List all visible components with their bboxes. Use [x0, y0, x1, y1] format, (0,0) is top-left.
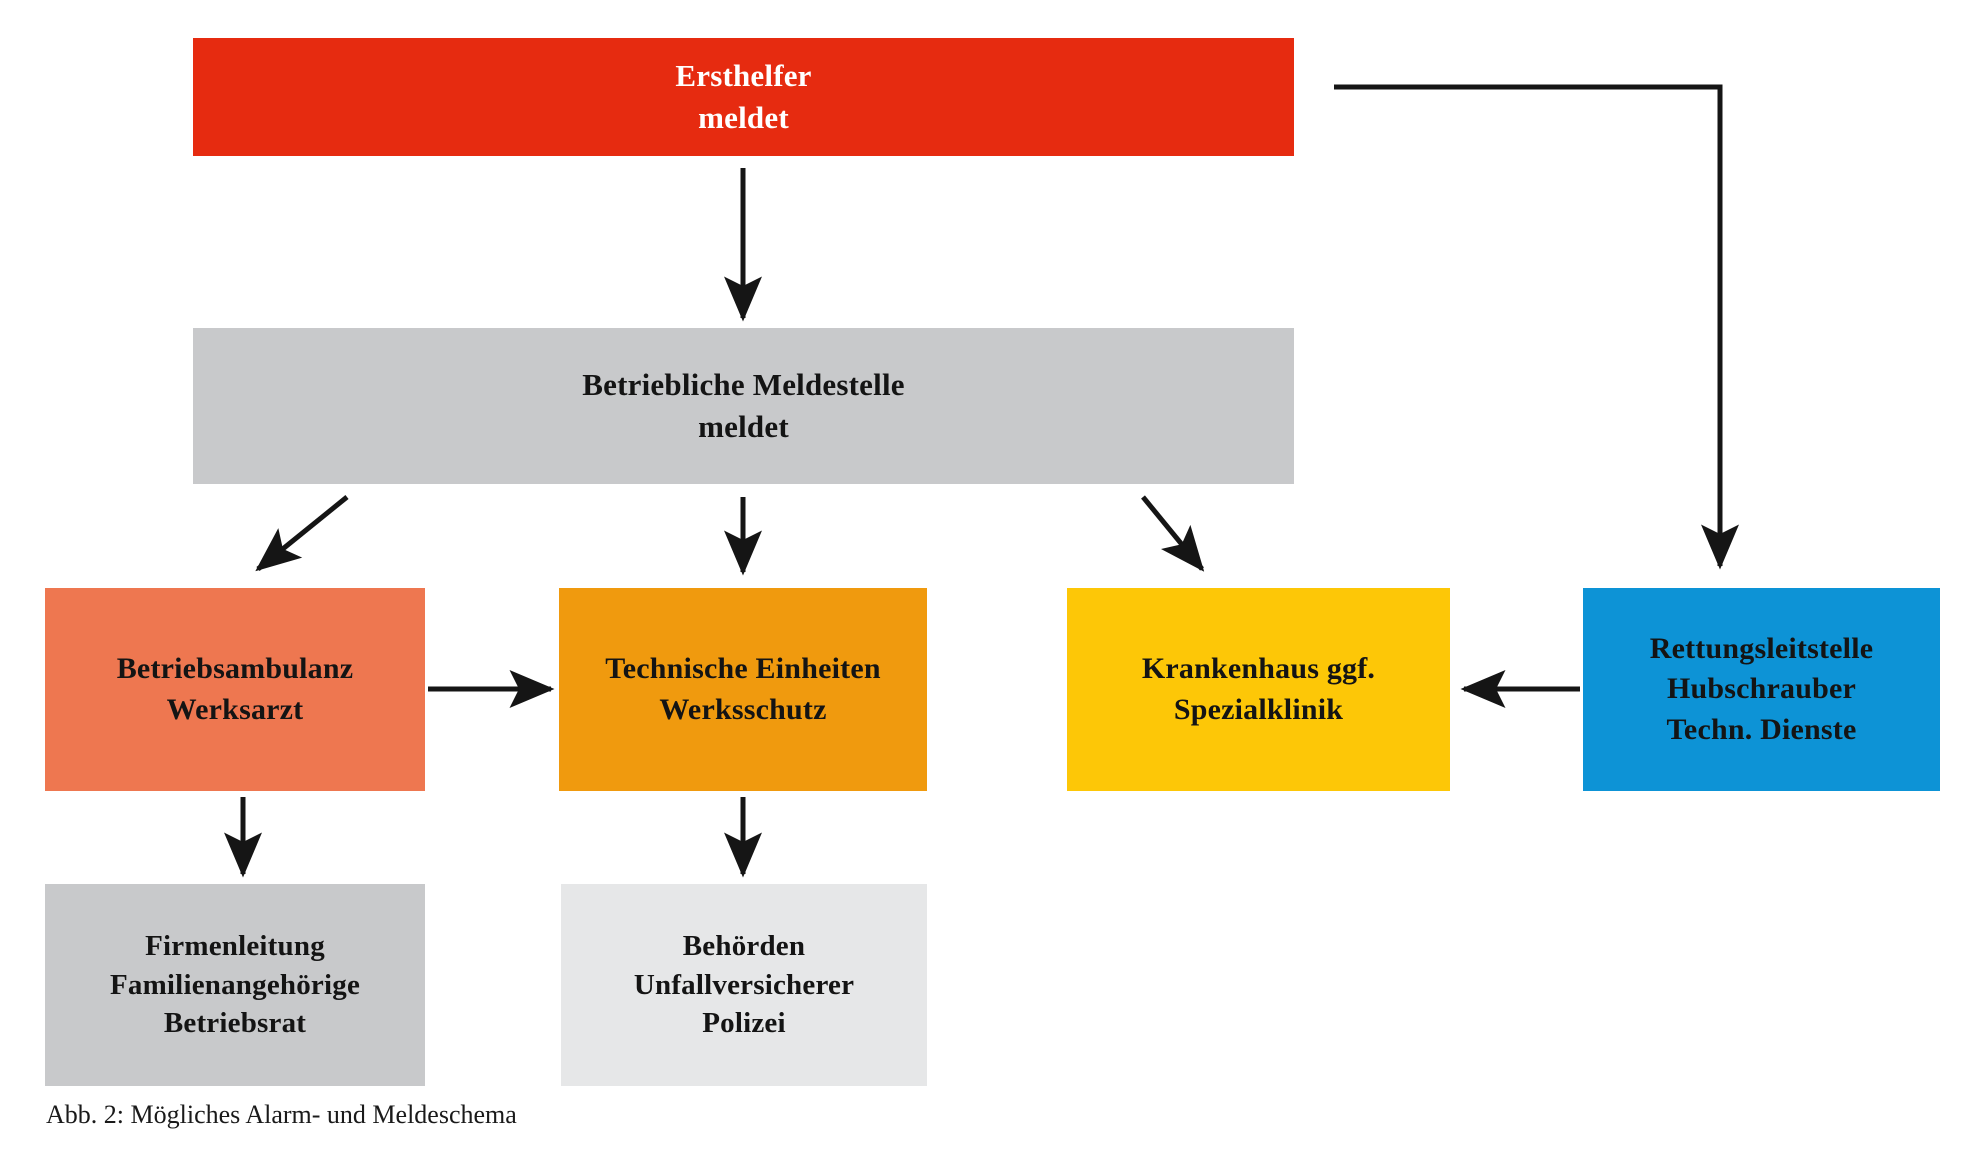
- edge-meldestelle-to-betriebsambulanz: [255, 495, 349, 572]
- node-meldestelle-line-1: Betriebliche Meldestelle: [582, 367, 905, 403]
- node-meldestelle-line-2: meldet: [698, 409, 789, 444]
- node-firmenleitung-familienangehoerige-betriebsrat[interactable]: Firmenleitung Familienangehörige Betrieb…: [45, 884, 425, 1086]
- figure-caption: Abb. 2: Mögliches Alarm- und Meldeschema: [46, 1100, 517, 1129]
- node-technische-line-2: Werksschutz: [659, 692, 827, 726]
- node-behoerden-line-2: Unfallversicherer: [633, 968, 855, 1001]
- node-technische-line-1: Technische Einheiten: [605, 652, 881, 686]
- node-betriebsambulanz-line-1: Betriebsambulanz: [116, 652, 354, 686]
- node-rettungsleitstelle-line-3: Techn. Dienste: [1666, 712, 1857, 746]
- node-behoerden-unfallversicherer-polizei[interactable]: Behörden Unfallversicherer Polizei: [561, 884, 927, 1086]
- node-krankenhaus-line-1: Krankenhaus ggf.: [1141, 652, 1376, 686]
- edge-meldestelle-to-krankenhaus: [1141, 495, 1205, 572]
- node-ersthelfer-line-2: meldet: [698, 100, 789, 135]
- node-betriebliche-meldestelle[interactable]: Betriebliche Meldestelle meldet: [193, 328, 1294, 484]
- edge-ersthelfer-to-rettungsleitstelle: [1334, 84, 1739, 570]
- node-ersthelfer-line-1: Ersthelfer: [675, 58, 812, 94]
- node-krankenhaus-line-2: Spezialklinik: [1173, 692, 1344, 726]
- node-rettungsleitstelle-line-2: Hubschrauber: [1666, 672, 1857, 706]
- node-krankenhaus-spezialklinik[interactable]: Krankenhaus ggf. Spezialklinik: [1067, 588, 1450, 791]
- node-betriebsambulanz-werksarzt[interactable]: Betriebsambulanz Werksarzt: [45, 588, 425, 791]
- node-rettungsleitstelle-line-1: Rettungsleitstelle: [1649, 632, 1874, 666]
- node-betriebsambulanz-line-2: Werksarzt: [166, 692, 304, 726]
- node-ersthelfer[interactable]: Ersthelfer meldet: [193, 38, 1294, 156]
- node-firmenleitung-line-2: Familienangehörige: [109, 968, 361, 1001]
- node-behoerden-line-3: Polizei: [702, 1007, 786, 1040]
- node-behoerden-line-1: Behörden: [682, 929, 806, 962]
- node-firmenleitung-line-1: Firmenleitung: [145, 929, 325, 962]
- node-technische-einheiten-werksschutz[interactable]: Technische Einheiten Werksschutz: [559, 588, 927, 791]
- node-firmenleitung-line-3: Betriebsrat: [163, 1007, 307, 1040]
- node-rettungsleitstelle[interactable]: Rettungsleitstelle Hubschrauber Techn. D…: [1583, 588, 1940, 791]
